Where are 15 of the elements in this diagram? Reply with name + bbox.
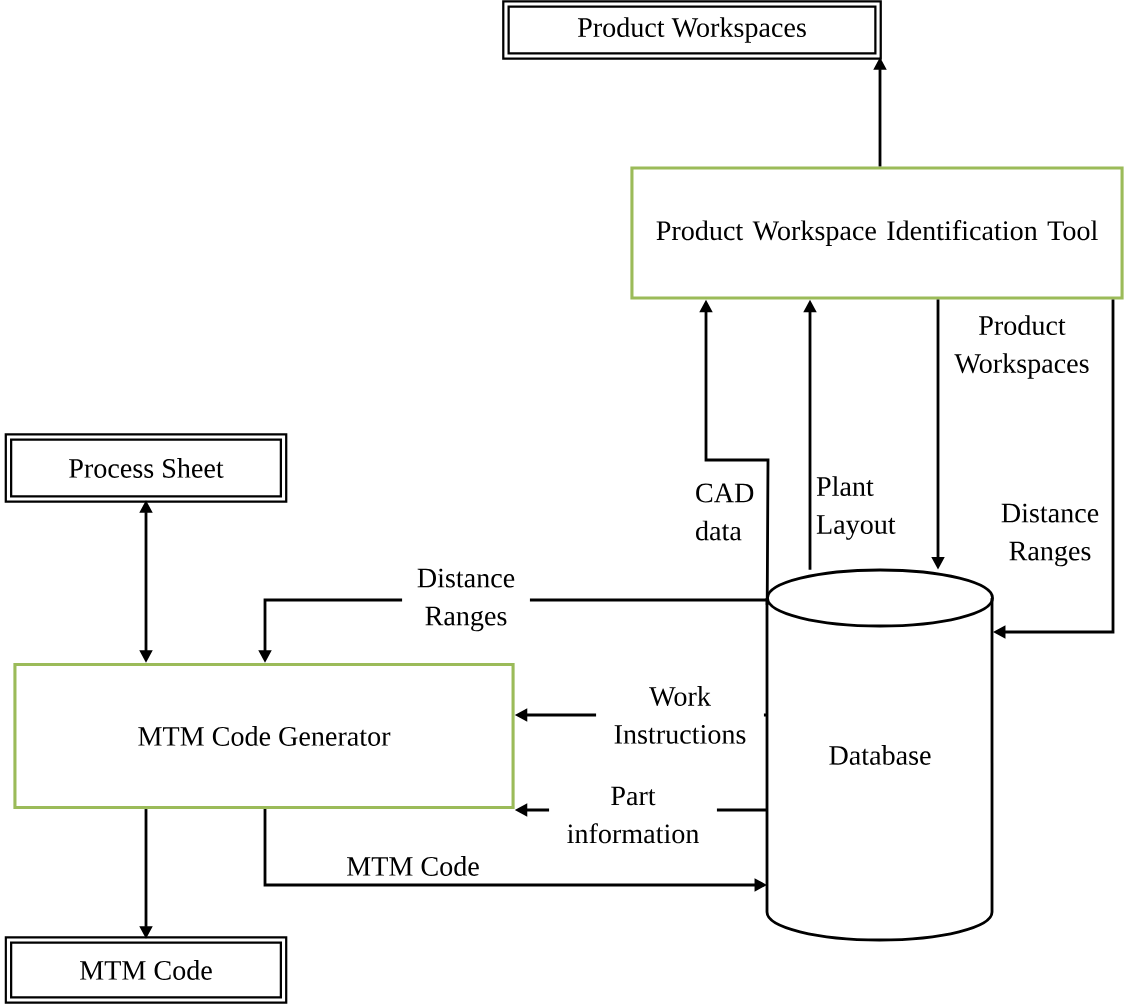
database-cylinder: Database xyxy=(765,568,994,942)
edge-label: CAD data xyxy=(693,482,757,542)
edge-label: Distance Ranges xyxy=(991,502,1109,568)
edge-label: Work Instructions xyxy=(596,684,764,746)
process-box: Product Workspace Identification Tool xyxy=(630,166,1124,300)
edge-label: Distance Ranges xyxy=(402,567,530,633)
edge-label: Part information xyxy=(549,785,717,845)
edge-label: MTM Code xyxy=(344,854,482,878)
data-store-box: MTM Code xyxy=(4,936,288,1004)
node-label: Database xyxy=(829,745,931,765)
edge-label: Plant Layout xyxy=(814,474,918,542)
edge-label: Product Workspaces xyxy=(945,313,1099,381)
data-store-box: Process Sheet xyxy=(4,433,288,503)
data-store-box: Product Workspaces xyxy=(502,0,882,60)
process-box: MTM Code Generator xyxy=(13,662,515,810)
